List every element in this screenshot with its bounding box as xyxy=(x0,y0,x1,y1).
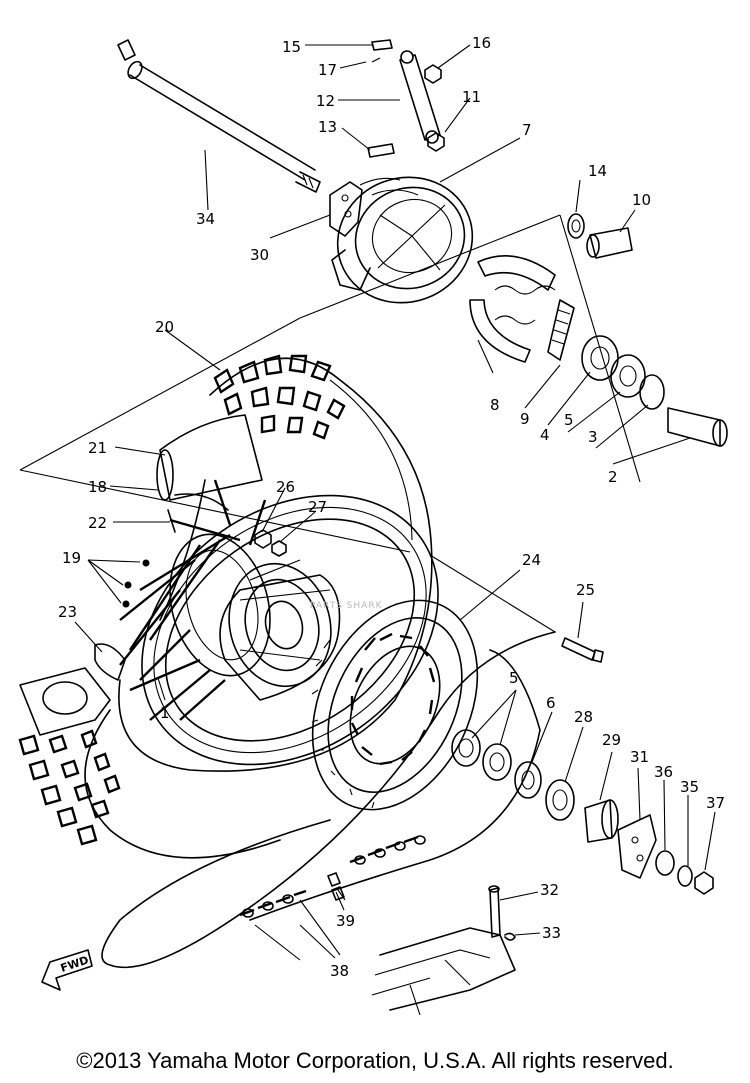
callout-34: 34 xyxy=(196,210,215,228)
callout-2: 2 xyxy=(608,468,618,486)
callout-9: 9 xyxy=(520,410,530,428)
callout-4: 4 xyxy=(540,426,550,444)
sprocket-bolt xyxy=(561,637,604,663)
callout-32: 32 xyxy=(540,881,559,899)
callout-37: 37 xyxy=(706,794,725,812)
callout-14: 14 xyxy=(588,162,607,180)
subassembly-bracket-lines xyxy=(19,214,641,633)
callout-31: 31 xyxy=(630,748,649,766)
callout-30: 30 xyxy=(250,246,269,264)
callout-16: 16 xyxy=(472,34,491,52)
callout-6: 6 xyxy=(546,694,556,712)
callout-26: 26 xyxy=(276,478,295,496)
drive-chain xyxy=(101,631,556,969)
callout-27: 27 xyxy=(308,498,327,516)
rear-axle xyxy=(117,39,321,193)
callout-39: 39 xyxy=(336,912,355,930)
callout-25: 25 xyxy=(576,581,595,599)
callout-28: 28 xyxy=(574,708,593,726)
callout-23: 23 xyxy=(58,603,77,621)
callout-35: 35 xyxy=(680,778,699,796)
watermark: PARTS SHARK xyxy=(310,601,383,611)
callout-20: 20 xyxy=(155,318,174,336)
callout-38: 38 xyxy=(330,962,349,980)
hub-bearings-right xyxy=(581,335,728,447)
wheel-rim-and-spokes xyxy=(94,479,439,766)
copyright-notice: ©2013 Yamaha Motor Corporation, U.S.A. A… xyxy=(76,1048,674,1073)
callout-10: 10 xyxy=(632,191,651,209)
hub-bearings-left xyxy=(451,729,714,895)
leader-lines xyxy=(74,44,716,959)
callout-24: 24 xyxy=(522,551,541,569)
callout-3: 3 xyxy=(588,428,598,446)
callout-21: 21 xyxy=(88,439,107,457)
callout-13: 13 xyxy=(318,118,337,136)
callout-33: 33 xyxy=(542,924,561,942)
callout-5-upper: 5 xyxy=(564,411,574,429)
forward-arrow-icon: FWD xyxy=(41,949,93,991)
callout-19: 19 xyxy=(62,549,81,567)
brake-shoes xyxy=(469,255,575,363)
callout-5-lower: 5 xyxy=(509,669,519,687)
callout-36: 36 xyxy=(654,763,673,781)
callout-7: 7 xyxy=(522,121,532,139)
callout-numbers: 15 17 12 13 16 11 7 14 10 34 30 20 21 18… xyxy=(58,34,725,980)
swingarm-section xyxy=(371,927,516,1016)
callout-11: 11 xyxy=(462,88,481,106)
callout-1: 1 xyxy=(160,704,170,722)
brake-drum-hub xyxy=(331,176,474,304)
callout-18: 18 xyxy=(88,478,107,496)
callout-17: 17 xyxy=(318,61,337,79)
rear-sprocket xyxy=(311,599,479,811)
brake-arm-assembly xyxy=(367,39,445,158)
chain-puller-pin xyxy=(488,885,516,941)
brake-camshaft xyxy=(567,213,633,259)
callout-22: 22 xyxy=(88,514,107,532)
callout-8: 8 xyxy=(490,396,500,414)
callout-29: 29 xyxy=(602,731,621,749)
callout-15: 15 xyxy=(282,38,301,56)
callout-12: 12 xyxy=(316,92,335,110)
